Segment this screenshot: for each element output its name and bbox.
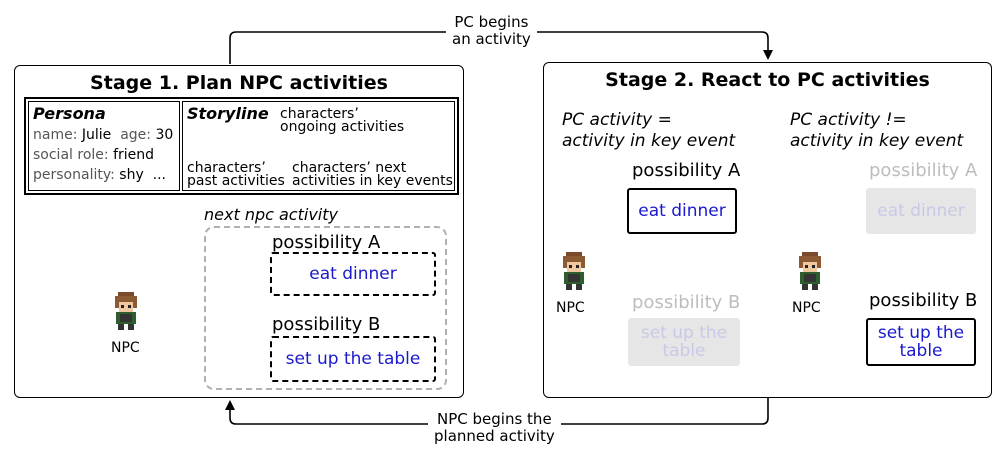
persona-name: name: Julie age: 30: [33, 128, 173, 143]
s2-right-activity-a: eat dinner: [866, 188, 976, 234]
persona-role: social role: friend: [33, 148, 154, 163]
storyline-past: characters’ past activities: [187, 160, 285, 189]
flow-top-label: PC begins an activity: [446, 14, 537, 48]
persona-pers-val: shy: [119, 167, 144, 183]
persona-personality: personality: shy ...: [33, 168, 166, 183]
persona-age-key: age:: [120, 127, 151, 143]
persona-age-val: 30: [155, 127, 174, 143]
stage2-title: Stage 2. React to PC activities: [605, 69, 930, 91]
s2-left-condition: PC activity = activity in key event: [562, 110, 736, 151]
persona-role-key: social role:: [33, 147, 109, 163]
npc-sprite-icon: [799, 252, 821, 290]
s1-npc-label: NPC: [111, 340, 140, 356]
storyline-ongoing: characters’ ongoing activities: [280, 106, 405, 135]
persona-storyline-frame: [24, 97, 459, 195]
next-activity-label: next npc activity: [204, 205, 338, 224]
npc-sprite-icon: [115, 292, 137, 330]
s2-right-possibility-b-label: possibility B: [869, 290, 978, 311]
persona-role-val: friend: [113, 147, 155, 163]
persona-ellipsis: ...: [152, 167, 166, 183]
s2-left-activity-a: eat dinner: [627, 188, 737, 234]
s2-left-possibility-a-label: possibility A: [632, 160, 741, 181]
persona-pers-key: personality:: [33, 167, 115, 183]
stage1-panel: Stage 1. Plan NPC activities: [14, 65, 464, 398]
s1-possibility-b-label: possibility B: [272, 314, 381, 335]
s2-left-npc-label: NPC: [556, 300, 585, 316]
s1-possibility-a-label: possibility A: [272, 232, 381, 253]
persona-box: [28, 101, 180, 191]
next-activity-group: [204, 226, 447, 390]
s1-activity-a: eat dinner: [270, 252, 436, 296]
s2-right-npc-label: NPC: [792, 300, 821, 316]
flow-bottom-label: NPC begins the planned activity: [428, 411, 561, 445]
s2-left-possibility-b-label: possibility B: [632, 292, 741, 313]
s2-right-condition: PC activity != activity in key event: [790, 110, 964, 151]
s1-activity-b: set up the table: [270, 336, 436, 382]
s2-right-possibility-a-label: possibility A: [869, 160, 978, 181]
storyline-box: [182, 101, 455, 191]
persona-name-val: Julie: [81, 127, 112, 143]
npc-sprite-icon: [563, 252, 585, 290]
s2-right-activity-b: set up the table: [866, 318, 976, 366]
storyline-heading: Storyline: [187, 104, 269, 123]
storyline-next: characters’ next activities in key event…: [292, 160, 453, 189]
stage1-title: Stage 1. Plan NPC activities: [90, 72, 388, 94]
persona-name-key: name:: [33, 127, 78, 143]
s2-left-activity-b: set up the table: [628, 318, 740, 366]
persona-heading: Persona: [33, 104, 106, 123]
